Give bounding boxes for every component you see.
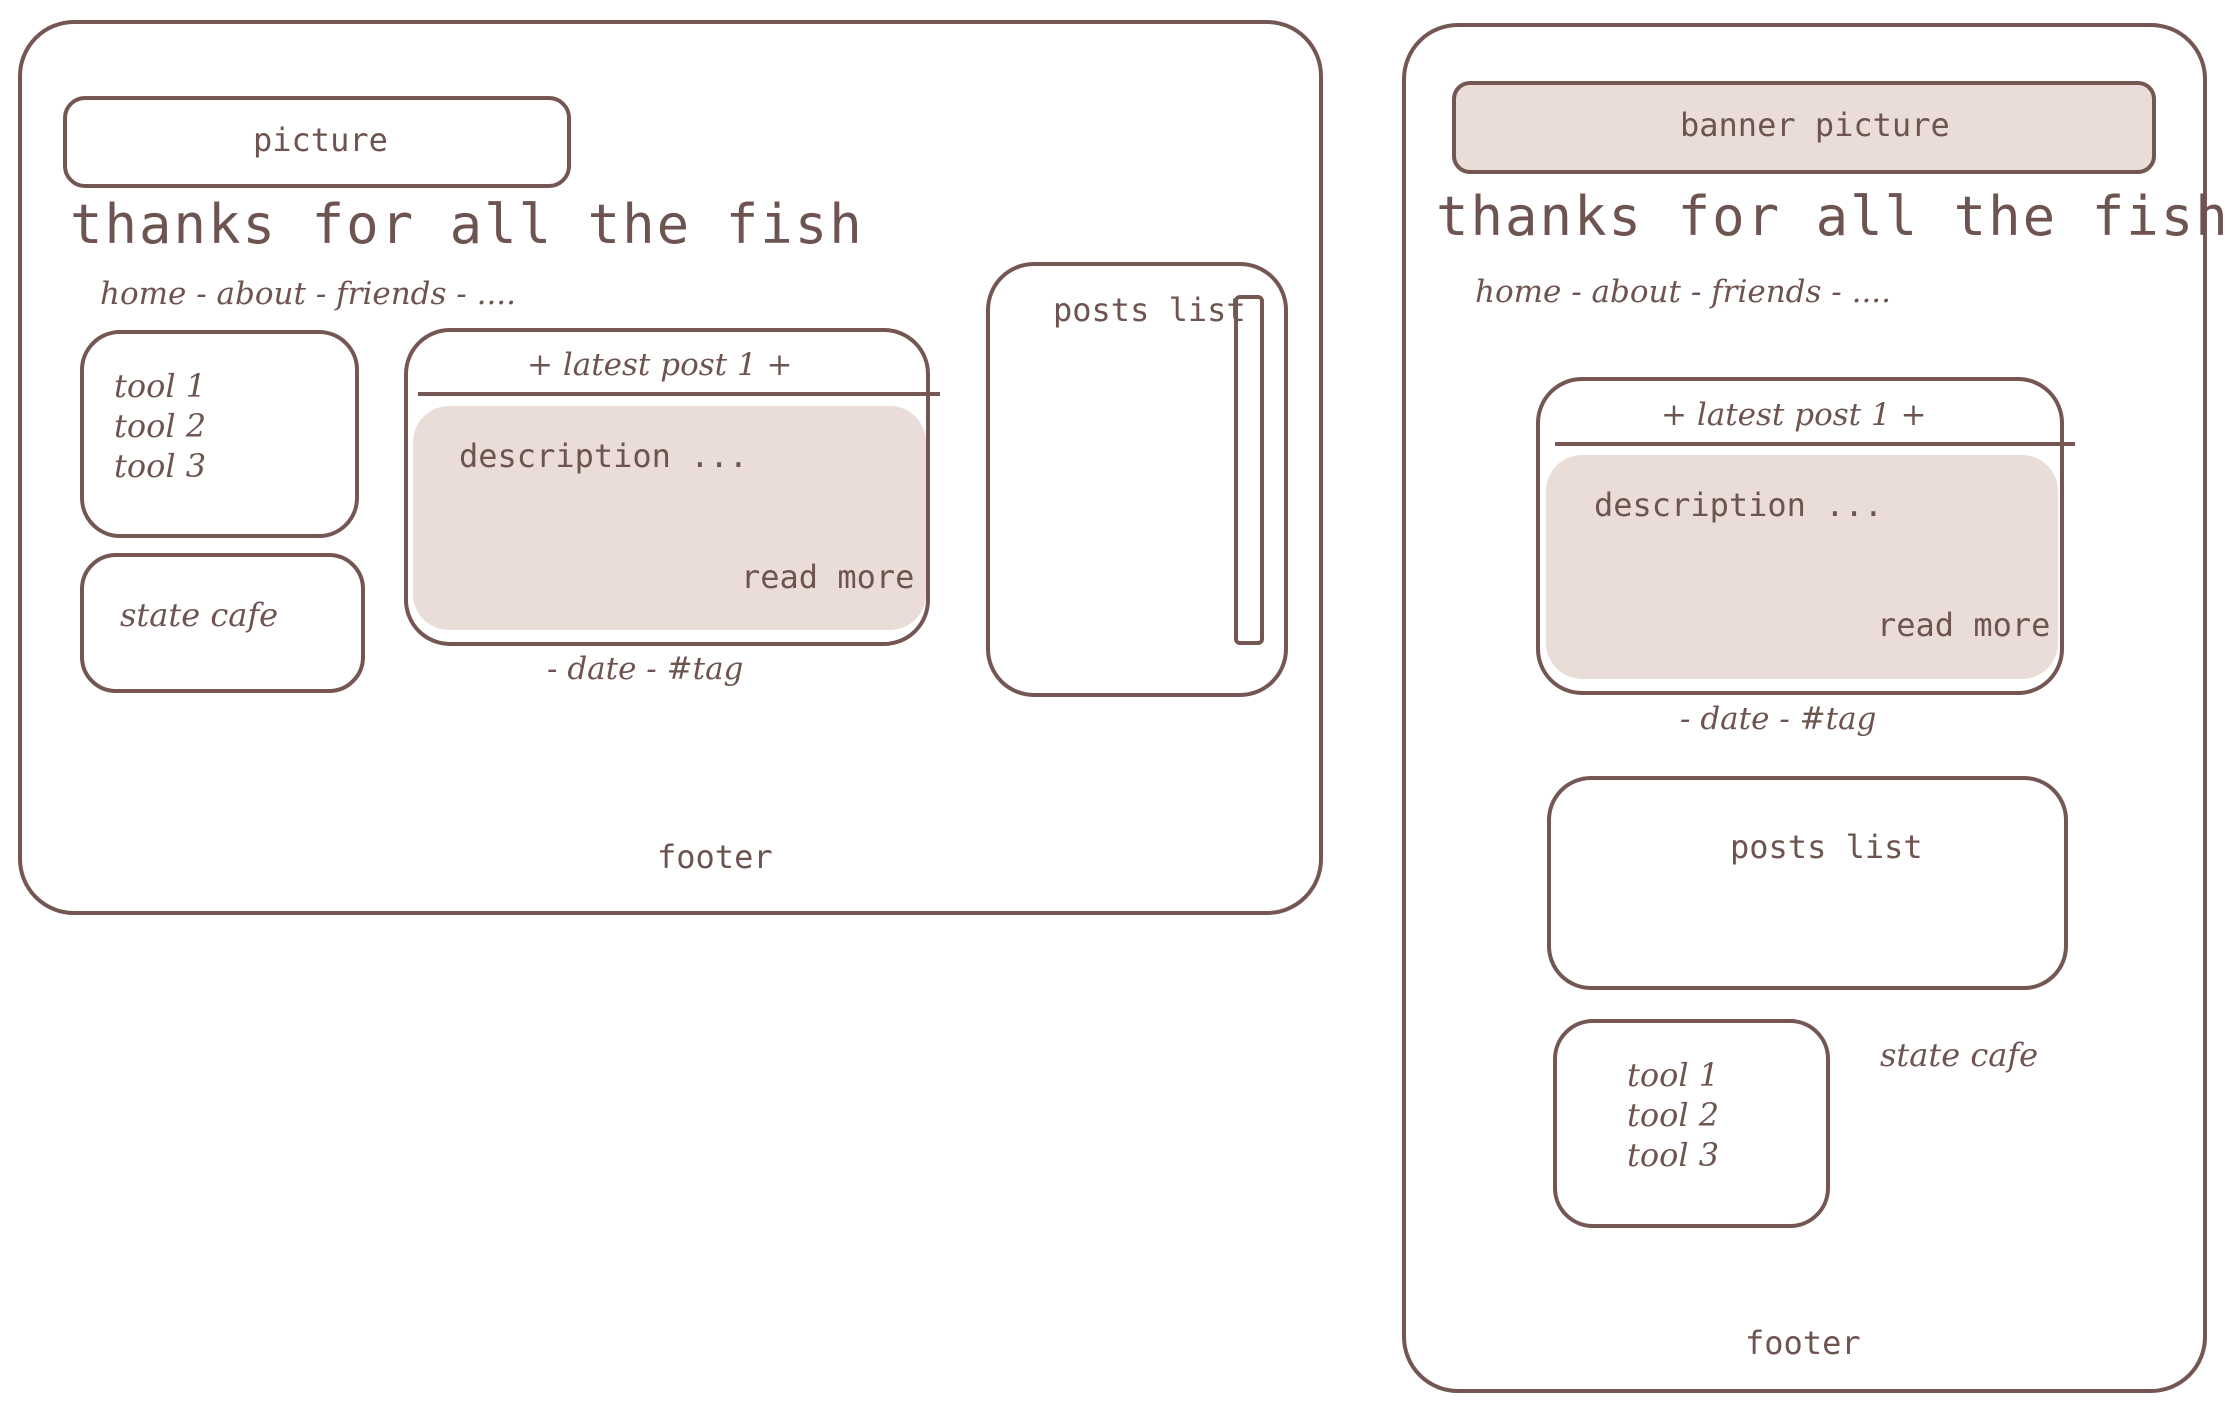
desktop-state-label: state cafe (120, 596, 279, 634)
mobile-frame (1402, 23, 2207, 1393)
mobile-post-read-more[interactable]: read more (1877, 606, 2051, 644)
desktop-picture-box (63, 96, 571, 188)
desktop-tools-box (80, 330, 359, 538)
desktop-tool-2[interactable]: tool 2 (114, 407, 207, 445)
mobile-post-description: description ... (1594, 486, 1883, 524)
desktop-post-divider (418, 392, 940, 396)
mobile-tools-box (1553, 1019, 1830, 1228)
desktop-tool-3[interactable]: tool 3 (114, 447, 207, 485)
desktop-post-meta: - date - #tag (547, 651, 744, 687)
desktop-tool-1[interactable]: tool 1 (114, 367, 207, 405)
mobile-tool-2[interactable]: tool 2 (1627, 1096, 1720, 1134)
desktop-posts-list-box (986, 262, 1288, 697)
mobile-banner-fill (1454, 83, 2154, 172)
desktop-post-card (404, 328, 930, 646)
mobile-banner-box (1452, 81, 2156, 174)
desktop-post-description: description ... (459, 437, 748, 475)
mobile-banner-label: banner picture (1680, 106, 1950, 144)
desktop-state-box (80, 553, 365, 693)
desktop-frame (18, 20, 1323, 915)
desktop-post-heading[interactable]: + latest post 1 + (527, 347, 793, 383)
mobile-post-divider (1555, 442, 2075, 446)
mobile-site-title: thanks for all the fish (1436, 185, 2225, 248)
mobile-posts-list-label: posts list (1730, 828, 1923, 866)
mobile-post-card (1536, 377, 2064, 695)
desktop-picture-label: picture (253, 121, 388, 159)
mobile-footer: footer (1745, 1324, 1861, 1362)
desktop-post-read-more[interactable]: read more (741, 558, 915, 596)
desktop-nav[interactable]: home - about - friends - .... (100, 276, 517, 312)
desktop-posts-list-label: posts list (1053, 291, 1246, 329)
desktop-site-title: thanks for all the fish (70, 193, 864, 256)
desktop-tools-list: tool 1 tool 2 tool 3 (114, 366, 206, 486)
mobile-nav[interactable]: home - about - friends - .... (1475, 274, 1892, 310)
mobile-tool-3[interactable]: tool 3 (1627, 1136, 1720, 1174)
mobile-posts-list-box (1547, 776, 2068, 990)
mobile-post-heading[interactable]: + latest post 1 + (1661, 397, 1927, 433)
desktop-footer: footer (657, 838, 773, 876)
desktop-posts-scrollbar[interactable] (1234, 295, 1264, 645)
mobile-tool-1[interactable]: tool 1 (1627, 1056, 1720, 1094)
desktop-post-description-area (413, 406, 926, 630)
mobile-post-description-area (1546, 455, 2058, 679)
mobile-state-label: state cafe (1880, 1036, 2039, 1074)
mobile-tools-list: tool 1 tool 2 tool 3 (1627, 1055, 1719, 1175)
mobile-post-meta: - date - #tag (1680, 701, 1877, 737)
